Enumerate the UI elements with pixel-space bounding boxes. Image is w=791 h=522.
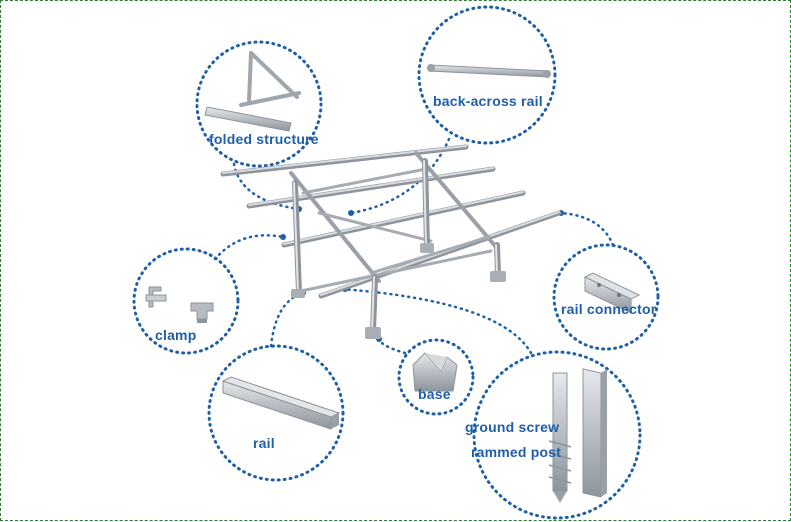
callout-circle-rail-connector [552,243,660,351]
label-rammed-post: rammed post [471,444,562,460]
rail-connector-image [583,272,641,314]
callout-circle-rail [207,344,345,482]
label-rail: rail [253,435,275,451]
leader-rail [269,291,305,348]
label-ground-screw: ground screw [465,419,560,435]
leader-clamp [213,234,285,261]
leader-base [377,337,407,355]
label-folded-structure: folded structure [209,131,319,147]
label-clamp: clamp [155,327,197,343]
ground-screw-image [548,372,572,503]
label-base: base [418,386,451,402]
anchor-dot-clamp [280,234,286,240]
callout-circle-back-across-rail [417,5,557,145]
callout-circle-clamp [132,247,240,355]
leader-ground-screw [339,287,533,355]
base-image [412,352,458,392]
rail-image [221,376,341,430]
label-back-across-rail: back-across rail [433,93,543,109]
clamp-image [145,286,214,323]
callout-circle-ground-screw [472,350,642,520]
back-across-rail-image [427,64,551,78]
callout-circle-folded-structure [195,40,323,168]
label-rail-connector: rail connector [561,301,657,317]
rammed-post-image [582,368,607,498]
leader-rail-connector [559,211,615,247]
leader-back-across-rail [349,137,451,215]
mounting-structure [220,144,562,339]
callout-circle-base [397,338,475,416]
folded-structure-image [204,51,301,132]
anchor-dot-back-across-rail [348,210,354,216]
